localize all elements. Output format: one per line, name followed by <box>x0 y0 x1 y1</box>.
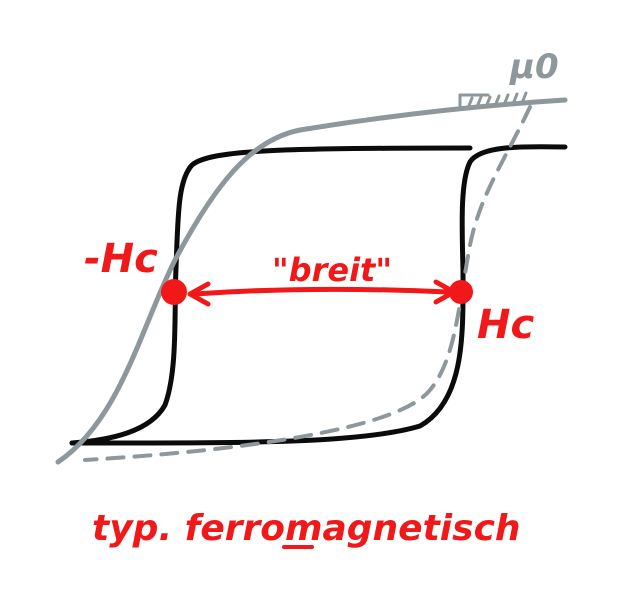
gray-dashed-return-curve <box>83 105 532 462</box>
caption: typ. ferromagnetisch <box>92 508 521 549</box>
neg-hc-label: -Hc <box>84 236 158 282</box>
hysteresis-loop-descending-branch <box>69 144 568 446</box>
pos-hc-point <box>449 280 473 304</box>
pos-hc-label: Hc <box>477 302 534 348</box>
gray-magnetization-curve <box>55 97 568 465</box>
neg-hc-point <box>161 279 187 305</box>
hysteresis-loop-ascending-branch <box>69 145 473 446</box>
arrowhead-left-icon <box>187 281 211 307</box>
width-note: "breit" <box>272 251 392 289</box>
saturation-hatching <box>458 91 528 110</box>
mu0-label: μ0 <box>509 47 559 87</box>
